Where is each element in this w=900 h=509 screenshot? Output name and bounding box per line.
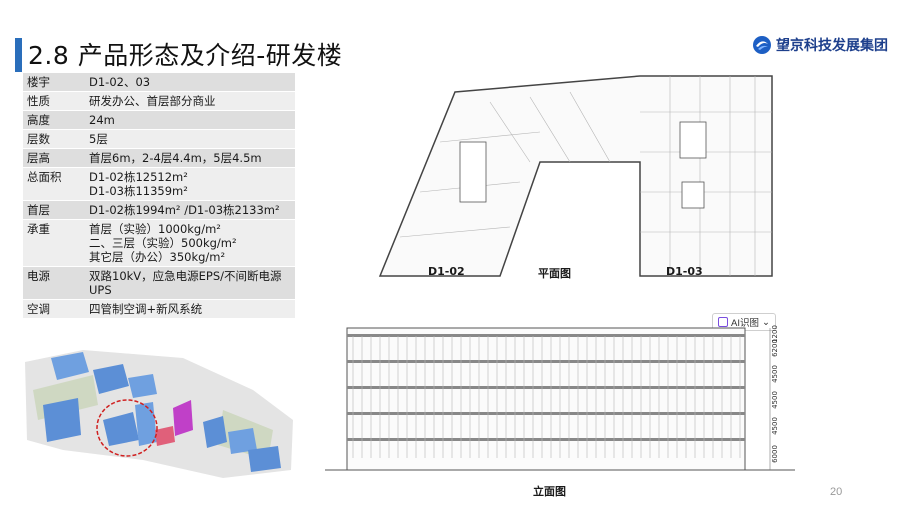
company-logo-icon xyxy=(753,36,771,54)
spec-value-line: 24m xyxy=(89,113,115,127)
spec-row: 高度 24m xyxy=(23,110,295,130)
spec-value-line: 双路10kV，应急电源EPS/不间断电源 xyxy=(89,269,282,283)
spec-key: 首层 xyxy=(23,200,85,220)
spec-value-line: 首层（实验）1000kg/m² xyxy=(89,222,221,236)
floor-plan-drawing xyxy=(378,75,773,277)
floor-band xyxy=(347,412,745,415)
spec-key: 高度 xyxy=(23,110,85,130)
spec-value: 首层6m，2-4层4.4m，5层4.5m xyxy=(85,148,295,168)
floor-band xyxy=(347,386,745,389)
plan-label-d1-03: D1-03 xyxy=(666,265,703,278)
page-title: 2.8 产品形态及介绍-研发楼 xyxy=(28,41,343,70)
aerial-site-map xyxy=(23,350,295,480)
spec-value: 研发办公、首层部分商业 xyxy=(85,91,295,111)
spec-value: 5层 xyxy=(85,129,295,149)
plan-label-d1-02: D1-02 xyxy=(428,265,465,278)
spec-key: 承重 xyxy=(23,219,85,267)
spec-row: 楼宇 D1-02、03 xyxy=(23,73,295,92)
spec-value-line: UPS xyxy=(89,283,112,297)
dimension-label: 6200 xyxy=(771,339,779,357)
spec-key: 层高 xyxy=(23,148,85,168)
elevation-caption: 立面图 xyxy=(533,485,566,498)
dimension-label: 4500 xyxy=(771,417,779,435)
spec-value-line: 首层6m，2-4层4.4m，5层4.5m xyxy=(89,151,262,165)
spec-value-line: 二、三层（实验）500kg/m² xyxy=(89,236,237,250)
spec-key: 性质 xyxy=(23,91,85,111)
spec-key: 层数 xyxy=(23,129,85,149)
spec-value-line: 四管制空调+新风系统 xyxy=(89,302,203,316)
company-name: 望京科技发展集团 xyxy=(776,38,888,54)
spec-value-line: 5层 xyxy=(89,132,108,146)
title-accent-bar xyxy=(15,38,22,72)
spec-row: 层高首层6m，2-4层4.4m，5层4.5m xyxy=(23,148,295,168)
spec-value: 四管制空调+新风系统 xyxy=(85,299,295,319)
spec-key: 楼宇 xyxy=(23,73,85,92)
spec-key: 总面积 xyxy=(23,167,85,201)
chevron-down-icon: ⌄ xyxy=(761,316,770,328)
spec-value: 24m xyxy=(85,110,295,130)
spec-row: 性质研发办公、首层部分商业 xyxy=(23,91,295,111)
floor-band xyxy=(347,334,745,337)
spec-value-line: D1-02、03 xyxy=(89,75,151,89)
plan-caption: 平面图 xyxy=(538,267,571,280)
ai-button-label: AI识图 xyxy=(731,318,759,329)
floor-plan: D1-02 平面图 D1-03 xyxy=(340,62,780,292)
dimension-label: 6000 xyxy=(771,445,779,463)
spec-key: 电源 xyxy=(23,266,85,300)
page-number: 20 xyxy=(830,486,843,498)
spec-value-line: D1-03栋11359m² xyxy=(89,184,188,198)
spec-value: D1-02、03 xyxy=(85,73,295,92)
floor-band xyxy=(347,360,745,363)
spec-value: D1-02栋1994m² /D1-03栋2133m² xyxy=(85,200,295,220)
spec-value-line: D1-02栋12512m² xyxy=(89,170,188,184)
spec-row: 首层 D1-02栋1994m² /D1-03栋2133m² xyxy=(23,200,295,220)
facade-outline xyxy=(346,327,746,471)
spec-value-line: 研发办公、首层部分商业 xyxy=(89,94,216,108)
spec-key: 空调 xyxy=(23,299,85,319)
floor-band xyxy=(347,438,745,441)
ai-scan-icon xyxy=(718,317,728,327)
spec-row: 层数 5层 xyxy=(23,129,295,149)
dimension-label: 4500 xyxy=(771,391,779,409)
spec-value-line: 其它层（办公）350kg/m² xyxy=(89,250,226,264)
company-logo: 望京科技发展集团 xyxy=(752,35,888,55)
spec-value-line: D1-02栋1994m² /D1-03栋2133m² xyxy=(89,203,280,217)
spec-row: 空调四管制空调+新风系统 xyxy=(23,299,295,319)
dimension-label: 1200 xyxy=(771,325,779,343)
dimension-label: 4500 xyxy=(771,365,779,383)
